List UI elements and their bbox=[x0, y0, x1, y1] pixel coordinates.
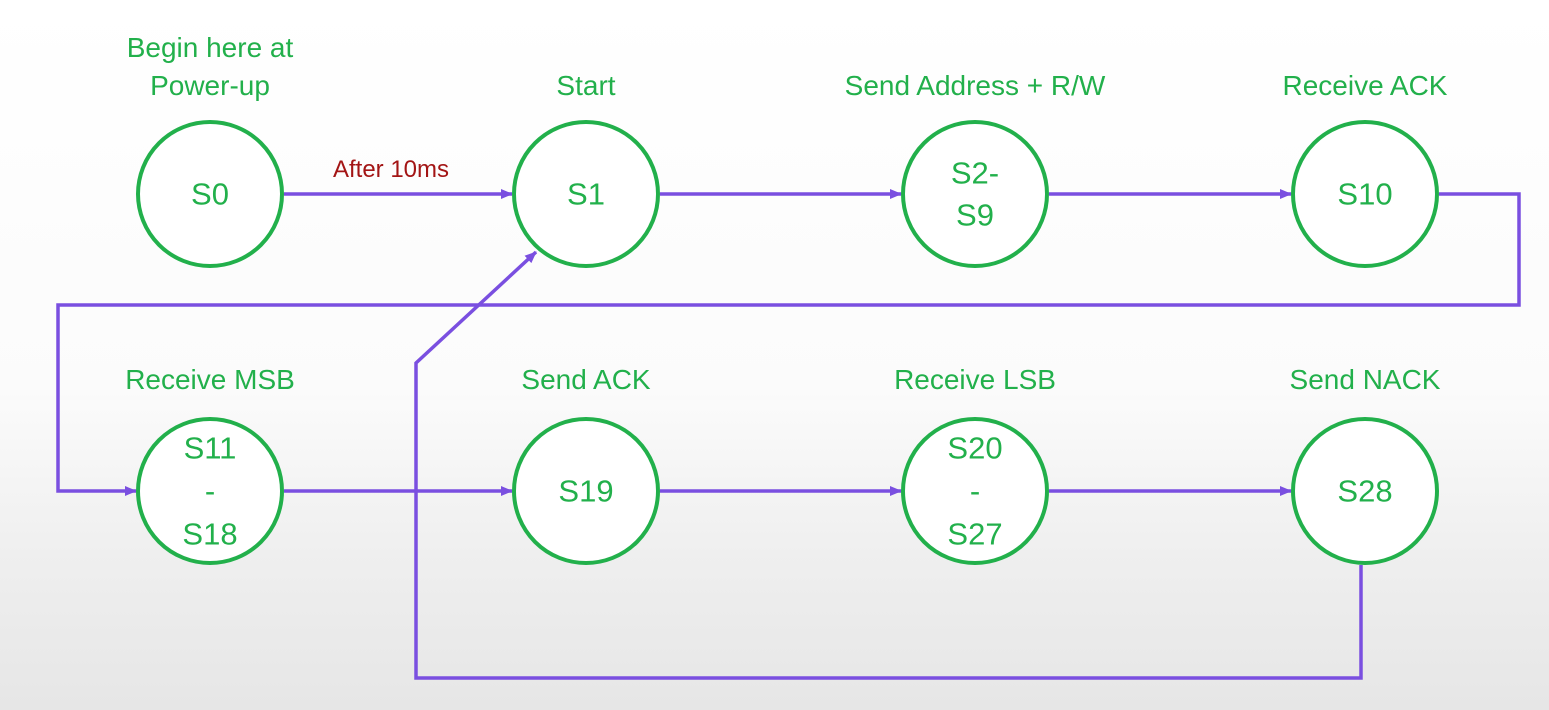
state-title: Receive ACK bbox=[1283, 70, 1448, 101]
state-title: Send NACK bbox=[1290, 364, 1441, 395]
state-s2: Send Address + R/W S2- S9 bbox=[845, 70, 1106, 268]
state-title: Send Address + R/W bbox=[845, 70, 1106, 101]
state-id-label: S18 bbox=[182, 517, 237, 552]
state-s10: Receive ACK S10 bbox=[1283, 70, 1448, 268]
state-circle bbox=[136, 120, 284, 268]
transition-labels: After 10ms bbox=[333, 156, 449, 183]
state-id-label: - bbox=[205, 474, 215, 509]
state-id-label: S2- bbox=[951, 156, 999, 191]
state-id-label: S20 bbox=[947, 431, 1002, 466]
state-circle bbox=[512, 120, 660, 268]
state-circle bbox=[1291, 417, 1439, 565]
state-s19: Send ACK S19 bbox=[512, 364, 660, 565]
state-title: Start bbox=[556, 70, 615, 101]
state-title: Begin here at bbox=[127, 32, 294, 63]
state-s11: Receive MSB S11 - S18 bbox=[125, 364, 295, 565]
state-title: Send ACK bbox=[521, 364, 651, 395]
state-id-label: - bbox=[970, 474, 980, 509]
state-s20: Receive LSB S20 - S27 bbox=[894, 364, 1056, 565]
transitions bbox=[56, 189, 1521, 680]
state-title: Power-up bbox=[150, 70, 270, 101]
state-id-label: S28 bbox=[1337, 474, 1392, 509]
state-id-label: S19 bbox=[558, 474, 613, 509]
transition-label: After 10ms bbox=[333, 156, 449, 183]
state-circle bbox=[1291, 120, 1439, 268]
state-id-label: S10 bbox=[1337, 177, 1392, 212]
state-s28: Send NACK S28 bbox=[1290, 364, 1441, 565]
state-circle bbox=[901, 120, 1049, 268]
state-id-label: S0 bbox=[191, 177, 229, 212]
state-title: Receive LSB bbox=[894, 364, 1056, 395]
state-title: Receive MSB bbox=[125, 364, 295, 395]
state-id-label: S27 bbox=[947, 517, 1002, 552]
transition-arrow-s28-s1 bbox=[414, 250, 1363, 680]
state-id-label: S9 bbox=[956, 198, 994, 233]
state-circle bbox=[512, 417, 660, 565]
state-id-label: S11 bbox=[184, 431, 237, 466]
transition-arrow-s10-s11 bbox=[56, 192, 1521, 496]
state-circle bbox=[136, 417, 284, 565]
state-id-label: S1 bbox=[567, 177, 605, 212]
state-circle bbox=[901, 417, 1049, 565]
